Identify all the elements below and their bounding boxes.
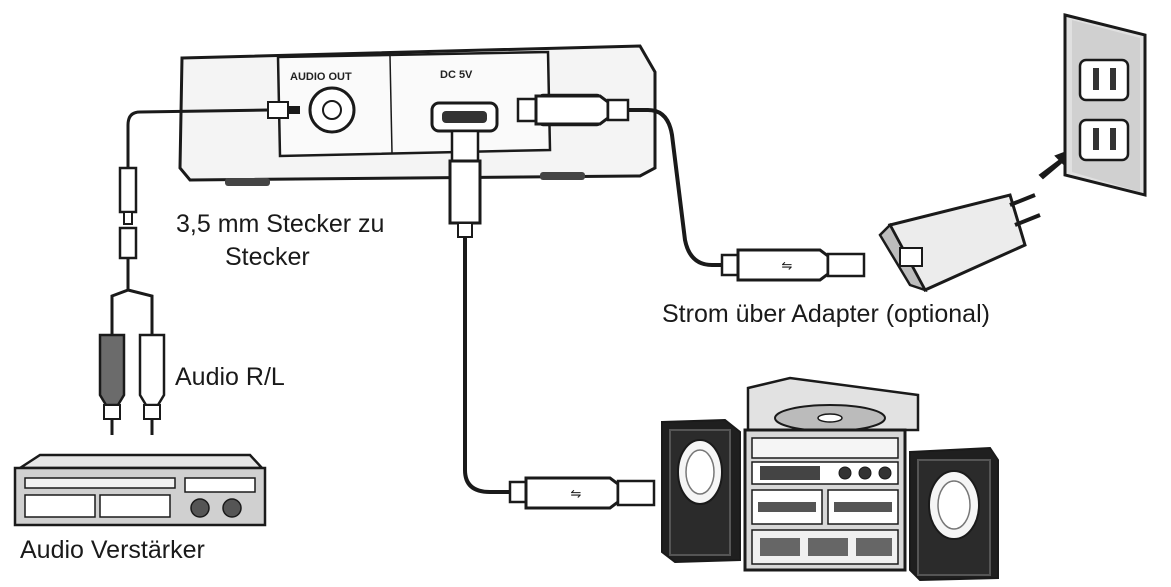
dc-port-label: DC 5V bbox=[440, 69, 473, 81]
amplifier-label: Audio Verstärker bbox=[20, 536, 205, 564]
power-adapter bbox=[878, 193, 1041, 293]
cable-label-line2: Stecker bbox=[225, 243, 310, 271]
audio-rl-label: Audio R/L bbox=[175, 363, 285, 391]
stereo-system bbox=[661, 376, 999, 582]
left-speaker bbox=[661, 418, 741, 564]
audio-cable bbox=[98, 101, 300, 435]
wall-outlet bbox=[1063, 13, 1147, 197]
usb-power-cable: ⇋ bbox=[516, 94, 866, 282]
right-speaker bbox=[909, 446, 999, 582]
usb-cable-to-stereo: ⇋ bbox=[448, 129, 656, 510]
audio-out-port-label: AUDIO OUT bbox=[290, 71, 352, 83]
audio-amplifier bbox=[13, 453, 267, 527]
power-adapter-label: Strom über Adapter (optional) bbox=[662, 300, 990, 328]
usb-symbol-icon: ⇋ bbox=[571, 487, 582, 502]
usb-plug-icon: ⇋ bbox=[782, 259, 793, 274]
cable-label-line1: 3,5 mm Stecker zu bbox=[176, 210, 384, 238]
